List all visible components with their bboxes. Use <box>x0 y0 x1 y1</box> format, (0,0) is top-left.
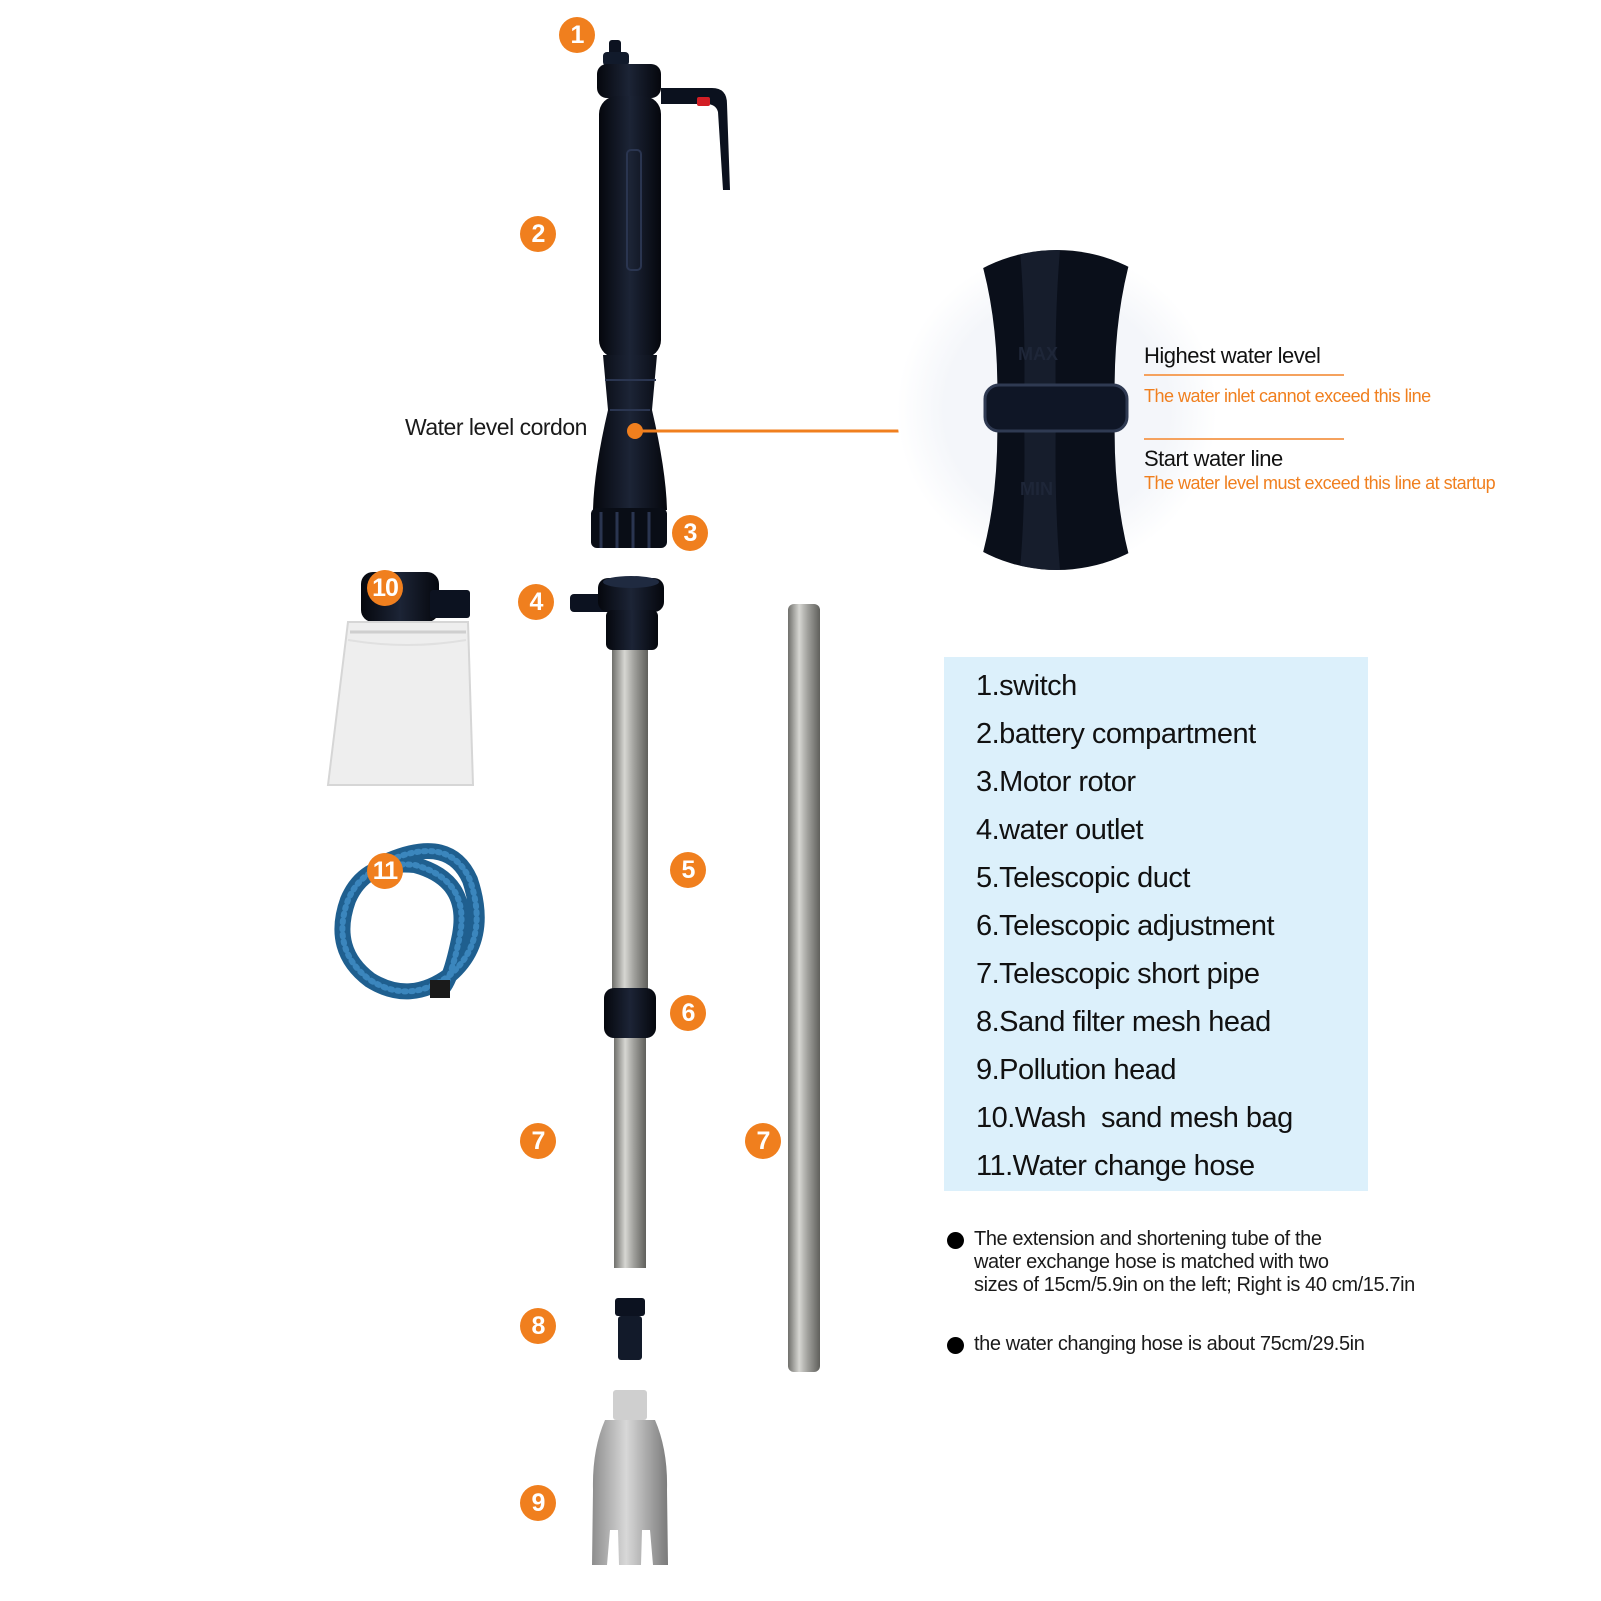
bullet-icon <box>947 1232 964 1249</box>
start-water-line-rule <box>1144 438 1344 440</box>
part-item-4: 4.water outlet <box>976 814 1144 846</box>
max-mark: MAX <box>1018 344 1058 364</box>
water-level-cordon-label: Water level cordon <box>405 414 587 440</box>
badge-9: 9 <box>520 1485 556 1521</box>
highest-water-level-rule <box>1144 374 1344 376</box>
start-water-line-note: The water level must exceed this line at… <box>1144 473 1496 493</box>
badge-10: 10 <box>367 570 403 606</box>
sand-filter-mesh-head <box>615 1298 645 1360</box>
telescopic-duct <box>612 650 648 995</box>
note-tube-sizes: The extension and shortening tube of the… <box>947 1228 1415 1297</box>
part-item-11: 11.Water change hose <box>976 1150 1255 1182</box>
note-tube-sizes-text: The extension and shortening tube of the… <box>974 1228 1415 1296</box>
part-item-10: 10.Wash sand mesh bag <box>976 1102 1293 1134</box>
badge-6: 6 <box>670 995 706 1031</box>
badge-5: 5 <box>670 852 706 888</box>
parts-list: 1.switch 2.battery compartment 3.Motor r… <box>944 657 1368 1191</box>
part-item-1: 1.switch <box>976 670 1077 702</box>
note-hose-length-text: the water changing hose is about 75cm/29… <box>974 1333 1365 1355</box>
bullet-icon <box>947 1337 964 1354</box>
part-item-2: 2.battery compartment <box>976 718 1256 750</box>
badge-3: 3 <box>672 515 708 551</box>
start-water-line-title: Start water line <box>1144 446 1283 471</box>
sand-mesh-bag <box>326 572 475 786</box>
badge-7-right: 7 <box>745 1123 781 1159</box>
badge-2: 2 <box>520 216 556 252</box>
note-hose-length: the water changing hose is about 75cm/29… <box>947 1333 1365 1356</box>
part-item-7: 7.Telescopic short pipe <box>976 958 1260 990</box>
badge-7-left: 7 <box>520 1123 556 1159</box>
min-mark: MIN <box>1020 479 1053 499</box>
pollution-head <box>592 1390 668 1565</box>
part-item-6: 6.Telescopic adjustment <box>976 910 1275 942</box>
pump-body <box>591 40 730 548</box>
water-level-zoom: MAX MIN <box>897 250 1217 570</box>
cordon-dot <box>627 423 643 439</box>
telescopic-adjustment <box>604 988 656 1038</box>
highest-water-level-title: Highest water level <box>1144 343 1321 368</box>
part-item-9: 9.Pollution head <box>976 1054 1177 1086</box>
badge-11: 11 <box>367 853 403 889</box>
short-pipe-right <box>788 604 820 1372</box>
badge-1: 1 <box>559 17 595 53</box>
switch-icon <box>697 97 710 106</box>
badge-8: 8 <box>520 1308 556 1344</box>
highest-water-level-note: The water inlet cannot exceed this line <box>1144 386 1431 406</box>
water-change-hose <box>334 843 485 1000</box>
water-outlet <box>570 576 664 650</box>
part-item-5: 5.Telescopic duct <box>976 862 1190 894</box>
part-item-3: 3.Motor rotor <box>976 766 1136 798</box>
badge-4: 4 <box>518 584 554 620</box>
part-item-8: 8.Sand filter mesh head <box>976 1006 1271 1038</box>
short-pipe-left <box>614 1038 646 1268</box>
